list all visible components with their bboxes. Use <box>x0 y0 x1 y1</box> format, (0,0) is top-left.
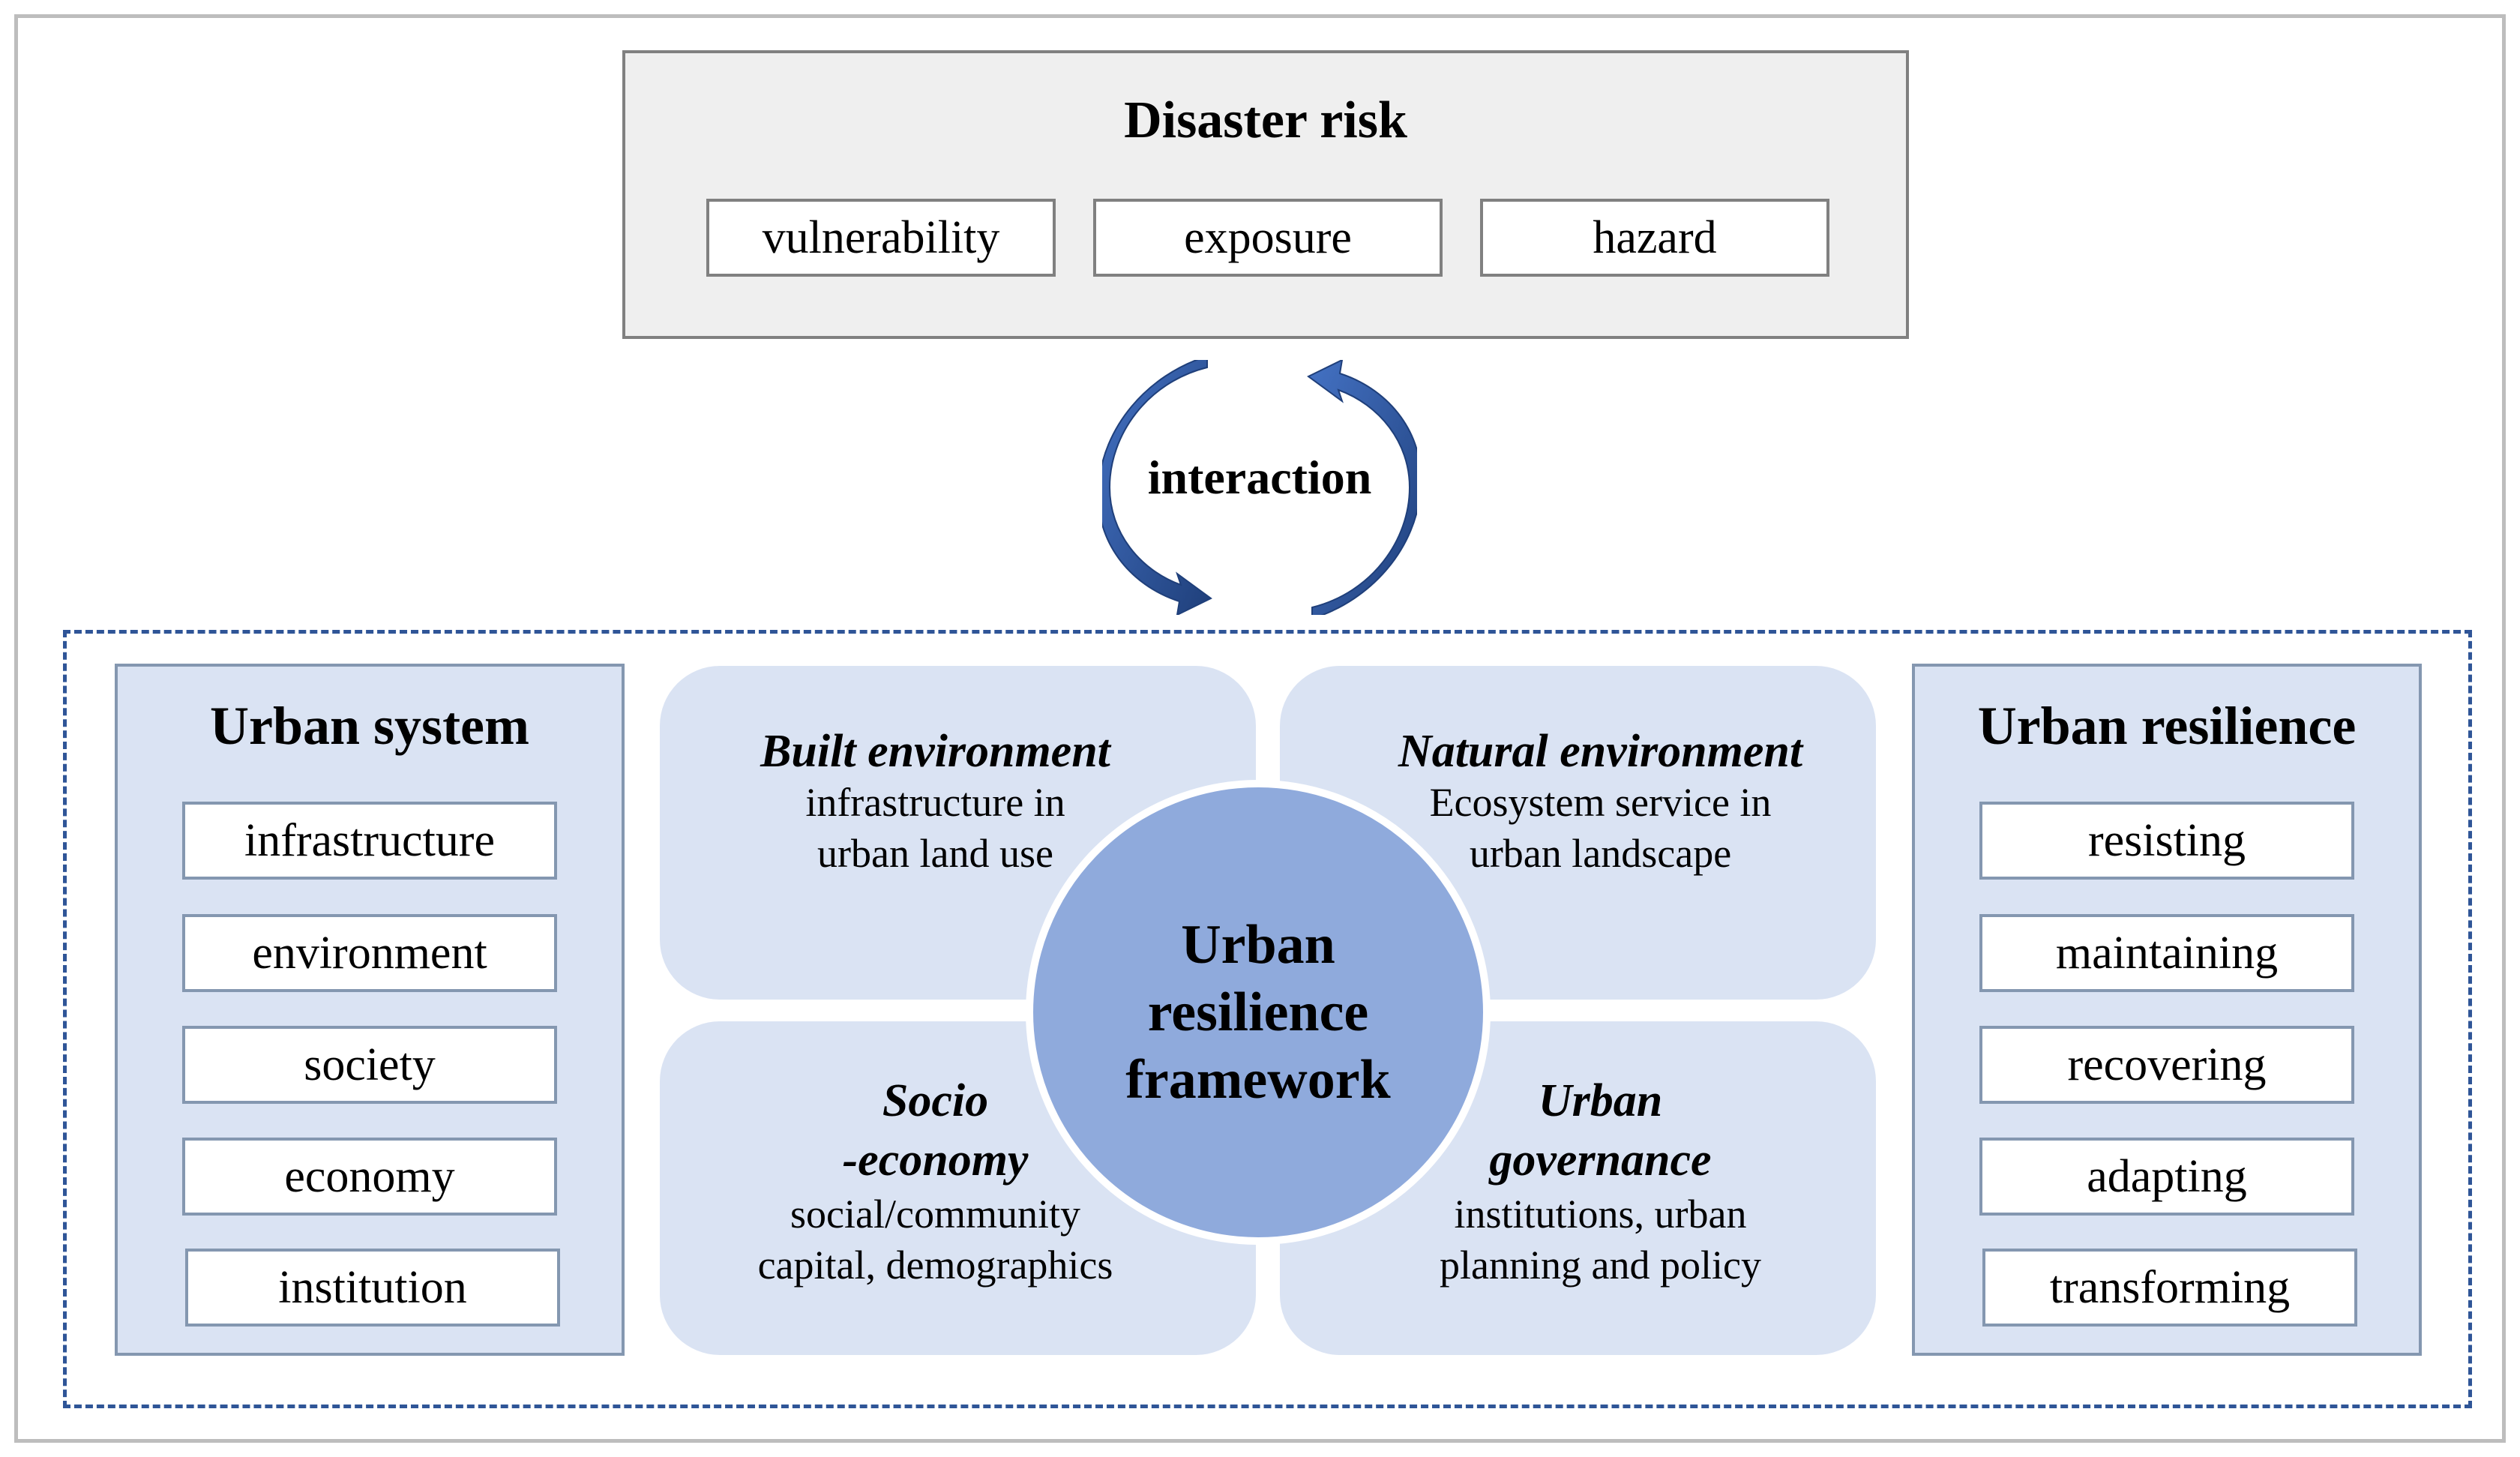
system-item-environment: environment <box>182 914 557 992</box>
cycle-arrow-left-icon <box>1102 360 1212 615</box>
interaction-cycle <box>1102 360 1417 615</box>
natural-environment-line2: urban landscape <box>1469 831 1732 876</box>
resilience-item-adapting: adapting <box>1979 1138 2354 1216</box>
socio-economy-title-1: Socio <box>882 1075 989 1126</box>
disaster-risk-title: Disaster risk <box>1124 91 1407 149</box>
urban-resilience-panel: Urban resilience resisting maintaining r… <box>1912 664 2422 1356</box>
urban-system-title: Urban system <box>210 696 529 756</box>
system-item-infrastructure: infrastructure <box>182 802 557 880</box>
resilience-item-resisting: resisting <box>1979 802 2354 880</box>
urban-resilience-title: Urban resilience <box>1977 696 2357 756</box>
urban-governance-line1: institutions, urban <box>1454 1192 1747 1237</box>
center-label-line1: Urban <box>1181 914 1335 976</box>
natural-environment-line1: Ecosystem service in <box>1429 780 1772 825</box>
interaction-label: interaction <box>1147 451 1372 504</box>
natural-environment-title: Natural environment <box>1398 726 1803 777</box>
system-item-institution: institution <box>185 1249 560 1327</box>
risk-item-vulnerability: vulnerability <box>706 199 1056 277</box>
resilience-item-recovering: recovering <box>1979 1026 2354 1104</box>
resilience-item-transforming: transforming <box>1982 1249 2357 1327</box>
urban-system-panel: Urban system infrastructure environment … <box>115 664 625 1356</box>
urban-governance-title-2: governance <box>1489 1135 1712 1186</box>
built-environment-line2: urban land use <box>817 831 1053 876</box>
risk-item-hazard: hazard <box>1480 199 1829 277</box>
socio-economy-line2: capital, demographics <box>757 1243 1113 1288</box>
resilience-item-maintaining: maintaining <box>1979 914 2354 992</box>
center-label-line3: framework <box>1125 1049 1391 1111</box>
socio-economy-line1: social/community <box>790 1192 1080 1237</box>
built-environment-line1: infrastructure in <box>805 780 1065 825</box>
socio-economy-title-2: -economy <box>842 1135 1029 1186</box>
center-circle: Urban resilience framework <box>1026 780 1491 1245</box>
built-environment-title: Built environment <box>760 726 1110 777</box>
risk-item-exposure: exposure <box>1093 199 1443 277</box>
cycle-arrow-right-icon <box>1307 360 1417 615</box>
center-label: Urban resilience framework <box>1101 911 1416 1114</box>
disaster-risk-panel: Disaster risk vulnerability exposure haz… <box>622 50 1909 339</box>
system-item-society: society <box>182 1026 557 1104</box>
urban-governance-title-1: Urban <box>1538 1075 1663 1126</box>
framework-container <box>63 630 2472 1408</box>
system-item-economy: economy <box>182 1138 557 1216</box>
urban-governance-line2: planning and policy <box>1440 1243 1761 1288</box>
center-label-line2: resilience <box>1147 982 1369 1043</box>
